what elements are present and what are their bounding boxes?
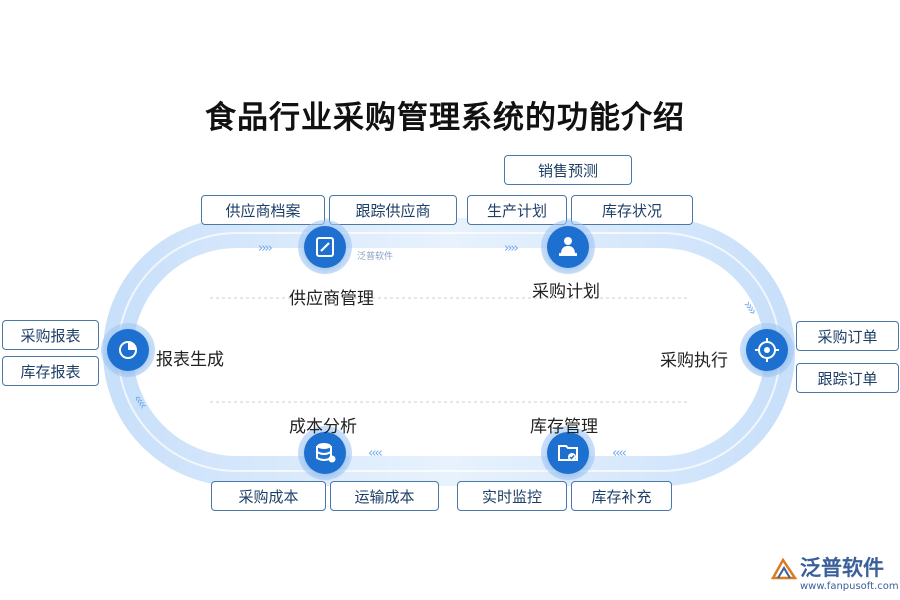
box-purchase-report: 采购报表 (2, 320, 99, 350)
watermark-text: 泛普软件 (357, 252, 394, 262)
label-inventory-management: 库存管理 (530, 417, 598, 437)
edit-icon (316, 237, 334, 257)
box-realtime-monitor: 实时监控 (457, 481, 567, 511)
chevron-left-bottom-right: ‹‹‹‹ (612, 446, 627, 461)
chevron-right-top-left: ›››› (258, 241, 273, 256)
brand-mark-icon (770, 557, 798, 580)
label-supplier-management: 供应商管理 (289, 289, 374, 309)
box-track-supplier: 跟踪供应商 (329, 195, 457, 225)
target-icon (755, 338, 779, 362)
node-purchase-execute (746, 329, 788, 371)
node-supplier-management (304, 226, 346, 268)
box-purchase-cost: 采购成本 (211, 481, 326, 511)
box-inventory-status: 库存状况 (571, 195, 693, 225)
label-report-generation: 报表生成 (156, 350, 224, 370)
pie-chart-icon (119, 341, 137, 359)
brand-name: 泛普软件 (800, 556, 884, 580)
box-inventory-report: 库存报表 (2, 356, 99, 386)
box-transport-cost: 运输成本 (330, 481, 439, 511)
label-cost-analysis: 成本分析 (289, 417, 357, 437)
box-production-plan: 生产计划 (467, 195, 567, 225)
node-purchase-plan (547, 226, 589, 268)
box-sales-forecast: 销售预测 (504, 155, 632, 185)
label-purchase-execute: 采购执行 (660, 351, 728, 371)
chevron-right-top-right: ›››› (504, 241, 519, 256)
box-purchase-order: 采购订单 (796, 321, 899, 351)
brand-url: www.fanpusoft.com (800, 581, 899, 592)
label-purchase-plan: 采购计划 (532, 282, 600, 302)
presenter-icon (559, 237, 577, 256)
brand-logo: 泛普软件 www.fanpusoft.com (770, 552, 899, 598)
database-icon (316, 443, 336, 463)
folder-check-icon (558, 445, 578, 461)
box-track-order: 跟踪订单 (796, 363, 899, 393)
chevron-left-bottom-left: ‹‹‹‹ (368, 446, 383, 461)
box-supplier-file: 供应商档案 (201, 195, 325, 225)
node-inventory-management (547, 432, 589, 474)
box-inventory-replenish: 库存补充 (571, 481, 672, 511)
node-cost-analysis (304, 432, 346, 474)
node-report-generation (107, 329, 149, 371)
page-title: 食品行业采购管理系统的功能介绍 (205, 100, 685, 136)
